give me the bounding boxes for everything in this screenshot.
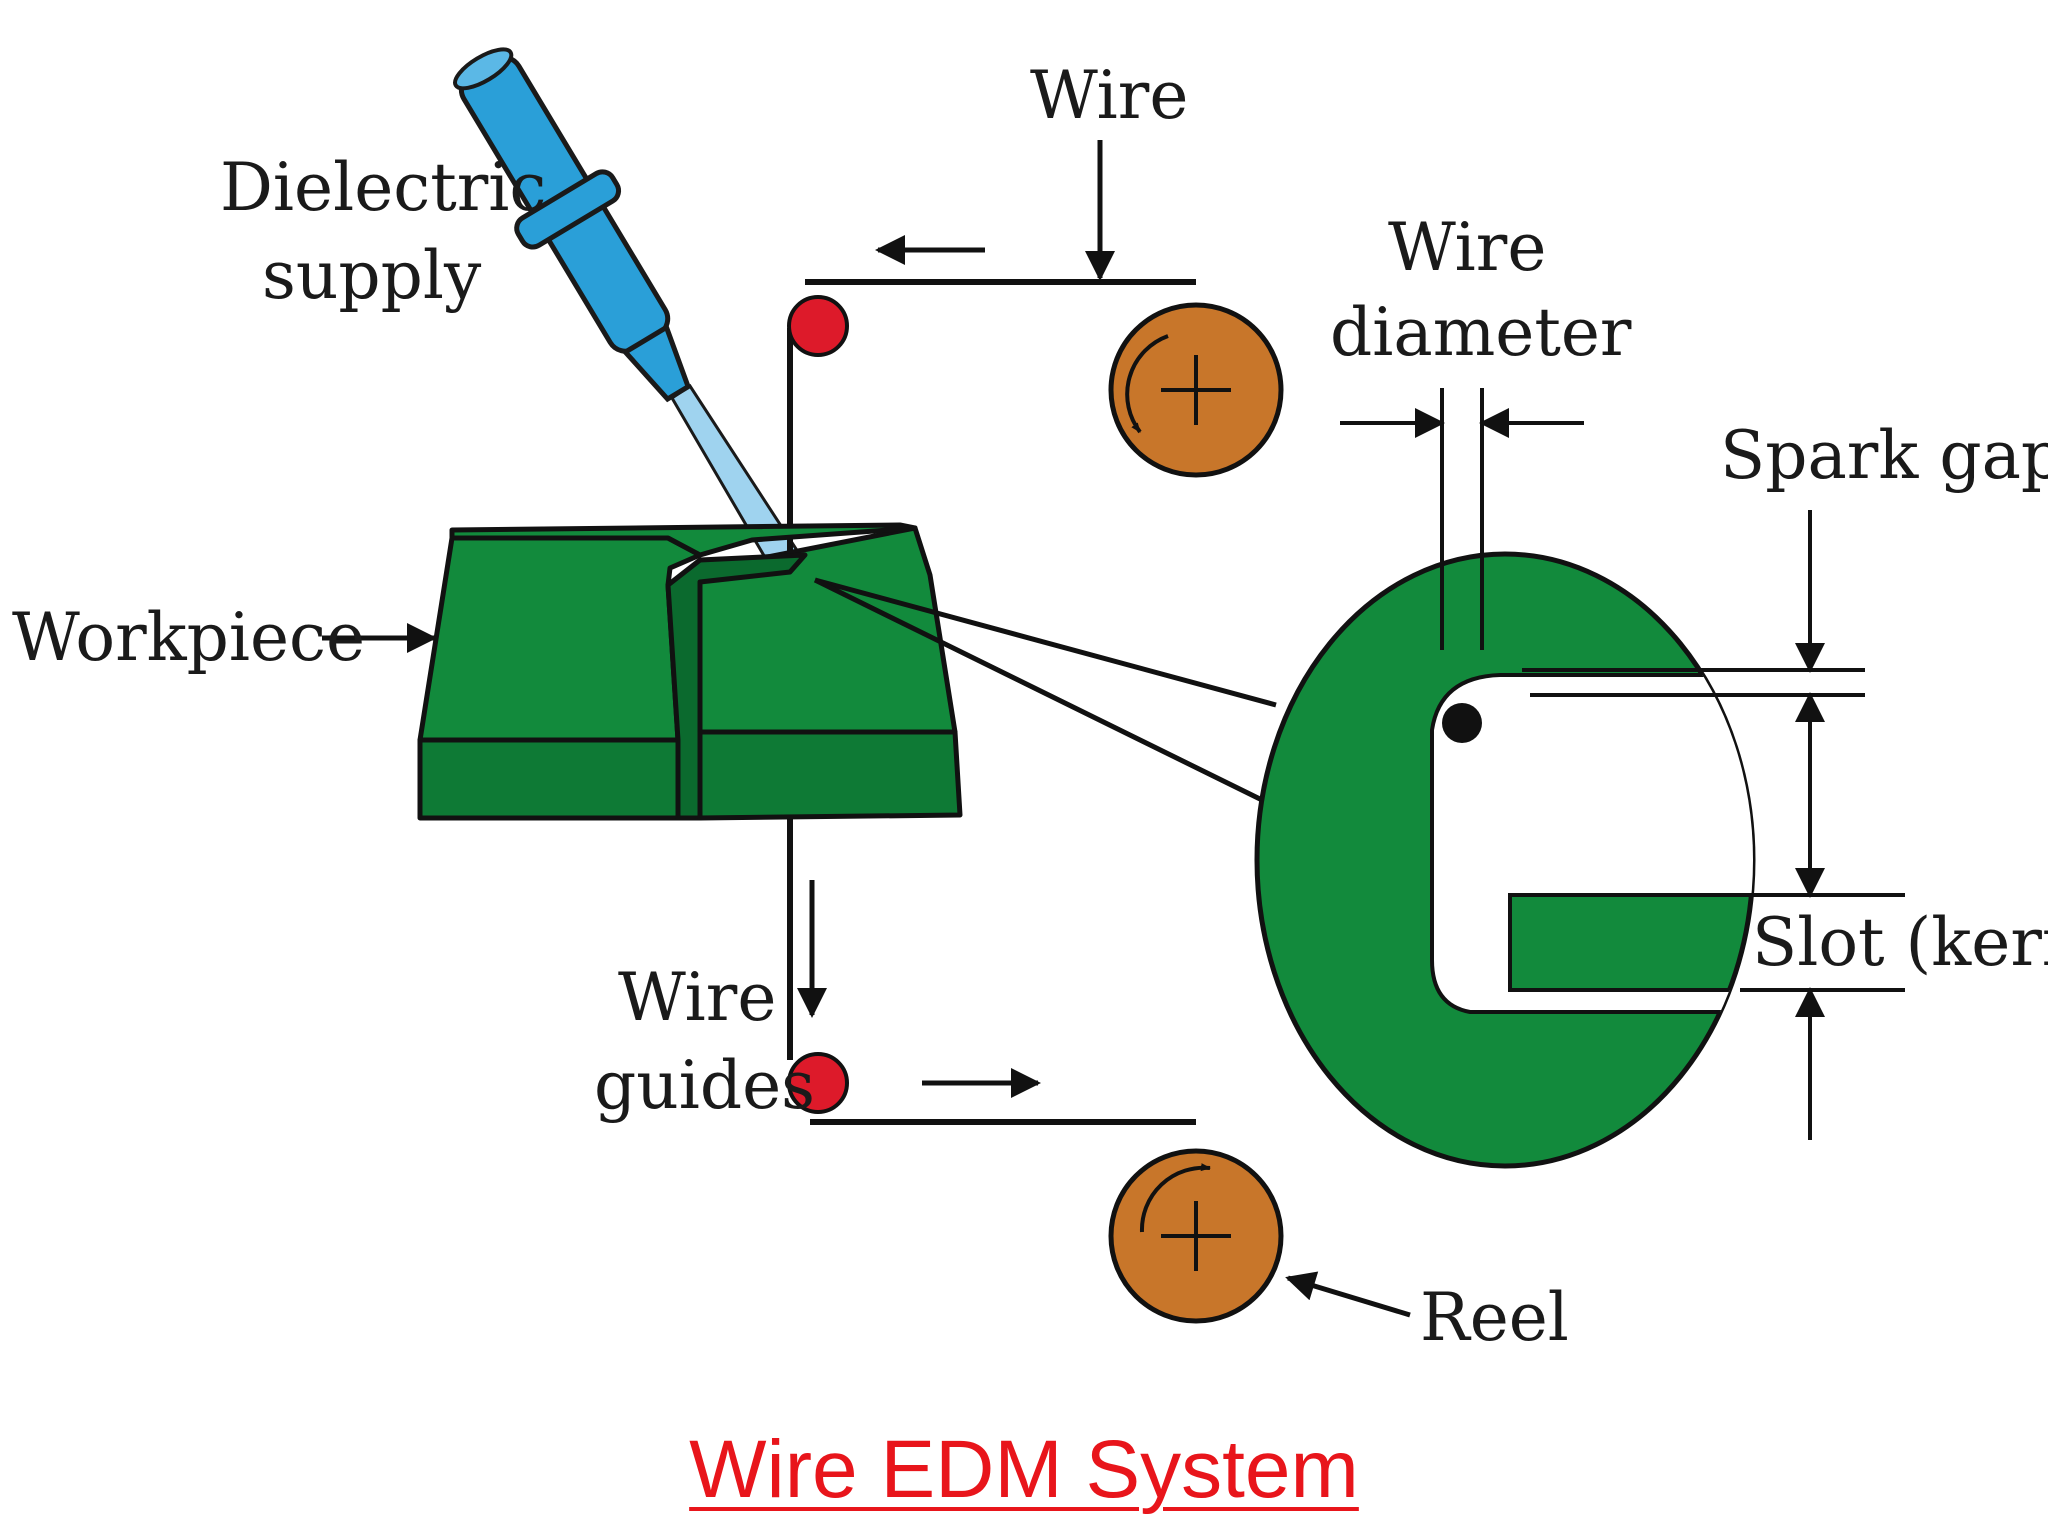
workpiece-slot-wall [665, 552, 808, 821]
workpiece-top-back [449, 522, 918, 558]
label-wire-diameter-line1: Wire [1388, 209, 1546, 286]
reel-label-arrow [1285, 1271, 1411, 1318]
upper-reel-rotation-icon [1125, 334, 1169, 434]
label-dielectric-line2: supply [262, 237, 482, 314]
dimension-lines [1340, 388, 1905, 1140]
wire-cross-section [1442, 703, 1482, 743]
label-wire-guides-line2: guides [594, 1047, 815, 1124]
dielectric-nozzle [453, 47, 803, 568]
workpiece-left-top [417, 535, 703, 743]
label-slot-kerf: Slot (kerf) [1752, 904, 2048, 981]
upper-wire-guide [787, 295, 849, 357]
diagram-caption: Wire EDM System [689, 1424, 1359, 1515]
label-wire-diameter-line2: diameter [1330, 294, 1632, 371]
lower-reel [1108, 1148, 1284, 1324]
nozzle-tip [621, 323, 692, 403]
lower-wire-guide [787, 1052, 849, 1114]
detail-view [1254, 551, 1756, 1169]
pointer-arrows [322, 140, 1411, 1318]
nozzle-collar [514, 169, 622, 250]
labels: Dielectric supply Wire Wire diameter Spa… [12, 57, 2048, 1356]
label-workpiece: Workpiece [12, 599, 365, 676]
kerf-slot [1430, 673, 1753, 1014]
zoom-lines [813, 577, 1277, 803]
lower-reel-rotation-icon [1139, 1163, 1211, 1233]
workpiece-left-front [417, 737, 681, 821]
workpiece [417, 522, 963, 821]
label-dielectric-line1: Dielectric [220, 149, 546, 226]
label-wire-top: Wire [1030, 57, 1188, 134]
label-spark-gap: Spark gap [1720, 417, 2048, 494]
upper-reel [1108, 302, 1284, 478]
label-wire-guides-line1: Wire [618, 959, 776, 1036]
label-reel: Reel [1420, 1279, 1569, 1356]
workpiece-right-front [697, 729, 963, 821]
